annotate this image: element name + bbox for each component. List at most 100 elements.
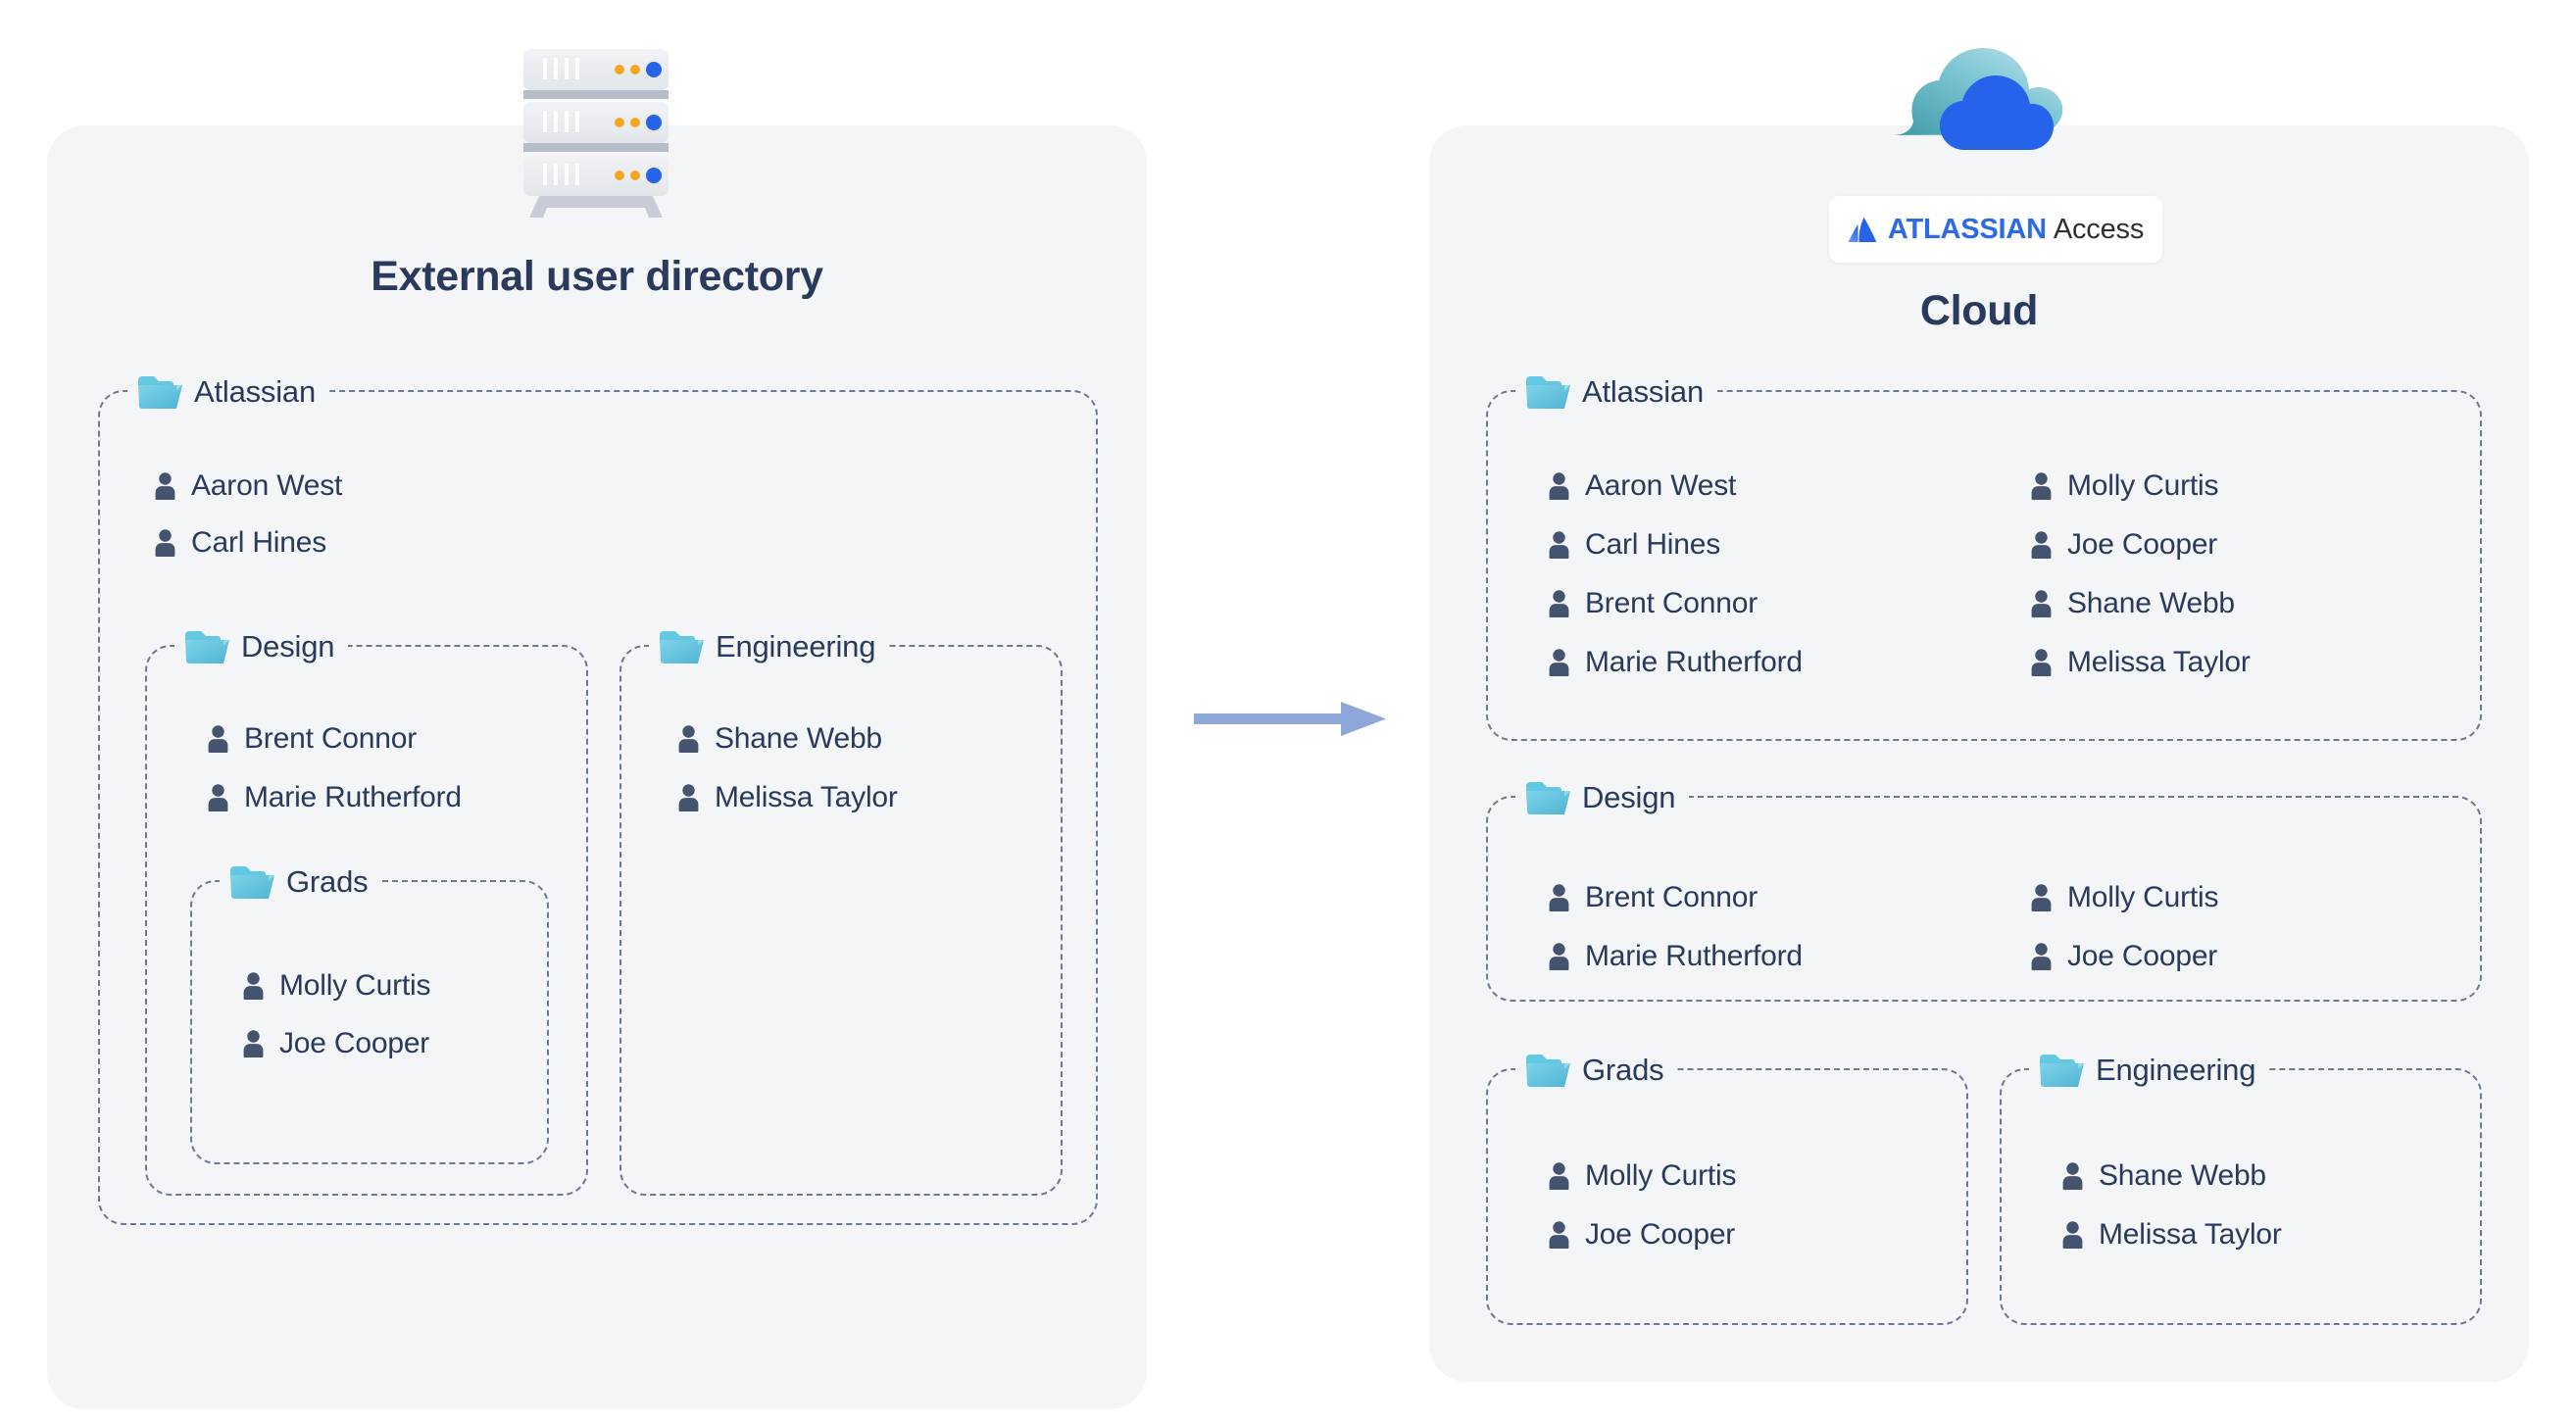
list-item: Molly Curtis — [243, 968, 430, 1004]
person-icon — [1549, 590, 1569, 617]
person-icon — [1549, 1221, 1569, 1249]
list-item: Brent Connor — [208, 721, 462, 757]
group-name-text: Atlassian — [194, 374, 316, 409]
person-name: Melissa Taylor — [715, 781, 898, 813]
group-name-text: Engineering — [2096, 1053, 2256, 1087]
person-name: Joe Cooper — [1585, 1218, 1736, 1251]
person-icon — [2031, 590, 2052, 617]
group-box-engineering-left: Engineering — [619, 622, 1063, 1196]
person-name: Aaron West — [1585, 469, 1737, 502]
person-icon — [155, 529, 175, 557]
group-label-atlassian-left: Atlassian — [127, 368, 329, 417]
person-icon — [2031, 531, 2052, 559]
group-name-text: Grads — [1582, 1053, 1664, 1087]
person-name: Brent Connor — [1585, 881, 1759, 913]
list-item: Melissa Taylor — [2031, 645, 2251, 680]
person-name: Shane Webb — [2067, 587, 2235, 619]
group-name-text: Engineering — [716, 629, 876, 663]
list-item: Brent Connor — [1549, 586, 2031, 621]
person-name: Joe Cooper — [279, 1027, 430, 1059]
person-name: Joe Cooper — [2067, 528, 2218, 561]
group-label-atlassian-right: Atlassian — [1515, 368, 1717, 417]
person-icon — [243, 972, 264, 1000]
cloud-panel — [1429, 125, 2529, 1382]
group-name-text: Design — [1582, 780, 1676, 814]
person-name: Molly Curtis — [1585, 1159, 1737, 1192]
list-item: Joe Cooper — [1549, 1217, 1736, 1253]
page-title-external-directory: External user directory — [371, 253, 823, 300]
group-box-atlassian-right: Atlassian — [1486, 368, 2482, 741]
person-name: Aaron West — [191, 469, 343, 502]
group-name-text: Design — [241, 629, 335, 663]
list-item: Marie Rutherford — [208, 780, 462, 815]
folder-icon — [185, 631, 229, 663]
person-icon — [208, 725, 228, 753]
list-item: Brent Connor — [1549, 880, 2031, 915]
list-item: Joe Cooper — [243, 1026, 430, 1061]
person-name: Marie Rutherford — [244, 781, 462, 813]
group-label-engineering-left: Engineering — [649, 622, 890, 671]
person-name: Marie Rutherford — [1585, 646, 1803, 678]
list-item: Molly Curtis — [2031, 468, 2251, 504]
person-icon — [155, 472, 175, 500]
person-icon — [2031, 884, 2052, 911]
person-icon — [1549, 943, 1569, 970]
person-name: Shane Webb — [2099, 1159, 2266, 1192]
person-icon — [2062, 1221, 2083, 1249]
list-item: Joe Cooper — [2031, 939, 2218, 974]
folder-icon — [660, 631, 704, 663]
folder-icon — [1526, 782, 1570, 814]
list-item: Carl Hines — [155, 525, 342, 561]
list-item: Shane Webb — [678, 721, 898, 757]
person-icon — [1549, 1162, 1569, 1190]
group-label-design-left: Design — [174, 622, 349, 671]
group-label-grads-left: Grads — [220, 858, 382, 907]
person-name: Brent Connor — [244, 722, 418, 755]
list-item: Carl Hines — [1549, 527, 2031, 563]
person-name: Melissa Taylor — [2067, 646, 2251, 678]
person-name: Molly Curtis — [2067, 881, 2219, 913]
page-title-cloud: Cloud — [1919, 287, 2039, 334]
badge-product-text: Access — [2053, 213, 2145, 245]
person-name: Carl Hines — [191, 526, 327, 559]
person-icon — [1549, 472, 1569, 500]
person-name: Joe Cooper — [2067, 940, 2218, 972]
group-label-engineering-right: Engineering — [2029, 1046, 2270, 1095]
folder-icon — [1526, 376, 1570, 409]
person-icon — [1549, 649, 1569, 676]
folder-icon — [1526, 1055, 1570, 1087]
person-icon — [678, 784, 699, 811]
person-icon — [1549, 884, 1569, 911]
list-item: Aaron West — [155, 468, 342, 504]
group-name-text: Atlassian — [1582, 374, 1704, 409]
person-name: Molly Curtis — [279, 969, 431, 1002]
person-icon — [1549, 531, 1569, 559]
person-name: Molly Curtis — [2067, 469, 2219, 502]
person-icon — [243, 1030, 264, 1057]
atlassian-logo-icon — [1848, 217, 1877, 242]
person-name: Shane Webb — [715, 722, 882, 755]
group-box-atlassian-left: Atlassian — [98, 368, 1098, 1225]
person-name: Carl Hines — [1585, 528, 1721, 561]
group-box-design-left: Design — [145, 622, 588, 1196]
group-label-grads-right: Grads — [1515, 1046, 1678, 1095]
group-box-engineering-right: Engineering — [2000, 1046, 2482, 1325]
list-item: Shane Webb — [2031, 586, 2251, 621]
person-icon — [2031, 472, 2052, 500]
list-item: Shane Webb — [2062, 1158, 2282, 1194]
list-item: Marie Rutherford — [1549, 645, 2031, 680]
person-name: Brent Connor — [1585, 587, 1759, 619]
person-icon — [208, 784, 228, 811]
list-item: Molly Curtis — [2031, 880, 2218, 915]
server-stack-icon — [523, 49, 669, 218]
list-item: Aaron West — [1549, 468, 2031, 504]
list-item: Marie Rutherford — [1549, 939, 2031, 974]
